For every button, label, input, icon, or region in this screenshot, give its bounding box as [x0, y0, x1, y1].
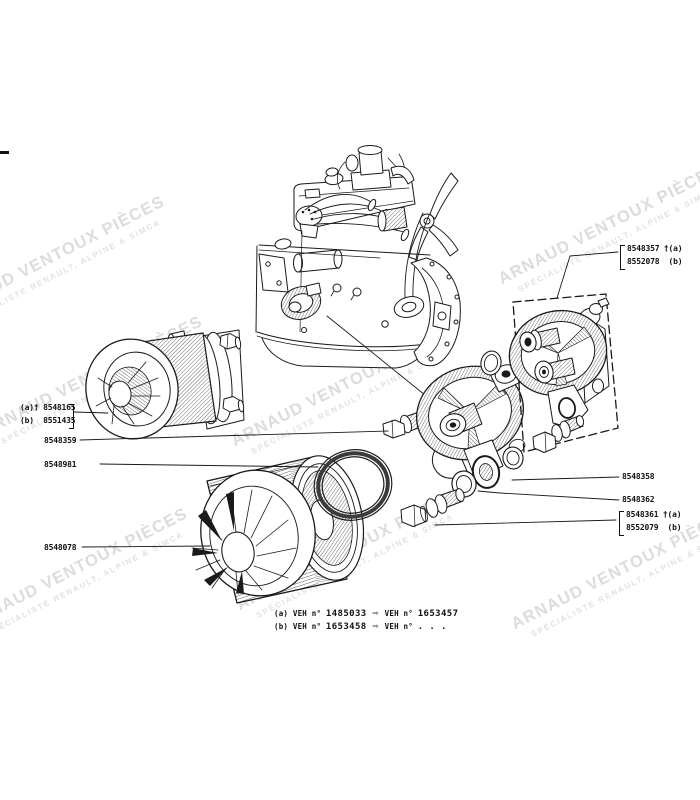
leader-lines	[73, 251, 620, 548]
part-number-8548981: 8548981	[44, 460, 77, 469]
bracket-open	[619, 511, 624, 536]
part-number-8548357-8552078: 8548357 †(a)8552078 (b)	[627, 244, 683, 266]
bracket-open	[620, 245, 625, 270]
mounted-filter-location	[280, 282, 322, 320]
bracket-close	[69, 404, 74, 429]
part-number-8548362: 8548362	[622, 495, 655, 504]
part-number-8548358: 8548358	[622, 472, 655, 481]
center-bolt-drawing	[400, 488, 465, 528]
vehicle-applicability-note: (a) VEH n° 1485033 ⇨ VEH n° 1653457 (b) …	[274, 604, 459, 632]
filter-head-drawing	[415, 350, 526, 489]
scan-edge-mark	[0, 151, 9, 154]
part-number-8548078: 8548078	[44, 543, 77, 552]
note-line-b: (b) VEH n° 1653458 ⇨ VEH n° . . .	[274, 621, 447, 632]
dashed-box	[512, 293, 619, 453]
filter-assembly-early-drawing	[85, 329, 245, 440]
note-line-a: (a) VEH n° 1485033 ⇨ VEH n° 1653457	[274, 608, 459, 619]
part-number-8548165-8551435: (a)† 8548165(b) 8551435	[20, 403, 76, 425]
part-number-8548361-8552079: 8548361 †(a)8552079 (b)	[626, 510, 682, 532]
engine-drawing	[255, 145, 462, 370]
part-number-8548359: 8548359	[44, 436, 77, 445]
filter-cartridge-drawing	[191, 455, 364, 604]
seal-ring-drawing	[313, 449, 393, 521]
filter-head-late-drawing	[508, 293, 619, 453]
